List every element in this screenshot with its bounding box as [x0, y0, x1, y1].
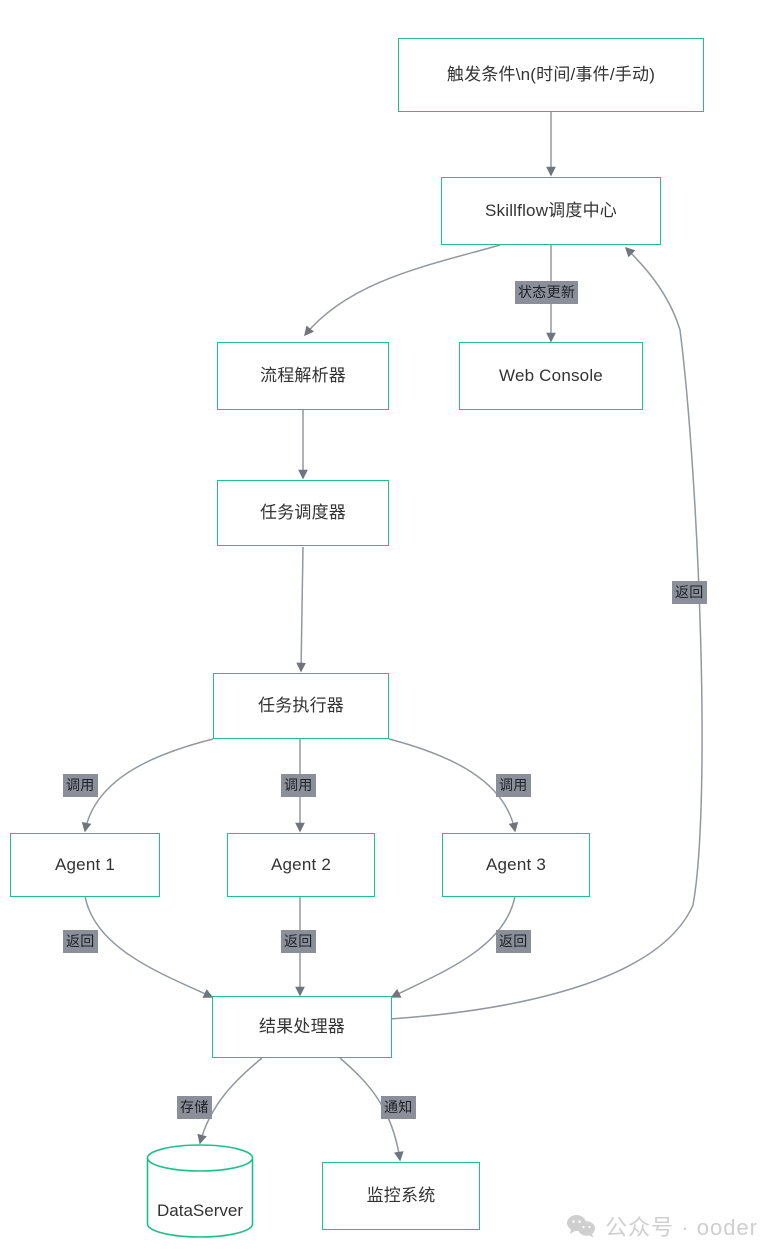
- edge-result-scheduler: [389, 246, 703, 1020]
- edge-label-call-3: 调用: [496, 774, 531, 797]
- node-trigger[interactable]: 触发条件\n(时间/事件/手动): [398, 38, 704, 112]
- edge-label-call-1: 调用: [63, 774, 98, 797]
- edge-result-dataserver: [197, 1057, 263, 1145]
- node-task-executor[interactable]: 任务执行器: [213, 673, 389, 739]
- edge-label-return-2: 返回: [281, 930, 316, 953]
- node-dataserver[interactable]: DataServer: [146, 1144, 254, 1238]
- node-agent-1-label: Agent 1: [54, 855, 115, 875]
- node-agent-2-label: Agent 2: [270, 855, 331, 875]
- edge-executor-agent1: [81, 738, 214, 833]
- edge-dispatch-executor: [296, 546, 307, 673]
- cylinder-shape: [146, 1144, 254, 1238]
- node-task-dispatcher-label: 任务调度器: [260, 503, 346, 523]
- edge-label-call-2: 调用: [281, 774, 316, 797]
- node-result-processor[interactable]: 结果处理器: [212, 996, 392, 1058]
- node-dataserver-label: DataServer: [157, 1201, 243, 1220]
- node-scheduler-label: Skillflow调度中心: [484, 201, 617, 221]
- node-agent-3-label: Agent 3: [485, 855, 546, 875]
- watermark-text: 公众号 · ooder: [605, 1215, 758, 1240]
- edge-result-monitor: [339, 1057, 404, 1162]
- node-parser-label: 流程解析器: [260, 366, 346, 386]
- node-task-dispatcher[interactable]: 任务调度器: [217, 480, 389, 546]
- node-monitor-system[interactable]: 监控系统: [322, 1162, 480, 1230]
- edge-agent1-result: [84, 895, 214, 998]
- edge-scheduler-parser: [304, 244, 501, 337]
- wechat-icon: [567, 1215, 596, 1238]
- node-web-console[interactable]: Web Console: [459, 342, 643, 410]
- node-agent-2[interactable]: Agent 2: [227, 833, 375, 897]
- node-trigger-label: 触发条件\n(时间/事件/手动): [446, 65, 656, 85]
- node-parser[interactable]: 流程解析器: [217, 342, 389, 410]
- edge-label-store: 存储: [177, 1096, 212, 1119]
- edge-label-return-3: 返回: [496, 930, 531, 953]
- edge-label-return-1: 返回: [63, 930, 98, 953]
- watermark: 公众号 · ooder: [566, 1210, 758, 1242]
- node-agent-3[interactable]: Agent 3: [442, 833, 590, 897]
- node-web-console-label: Web Console: [499, 366, 603, 386]
- edge-executor-agent3: [388, 738, 519, 833]
- node-result-processor-label: 结果处理器: [259, 1017, 345, 1037]
- node-task-executor-label: 任务执行器: [258, 696, 344, 716]
- edge-label-status-update: 状态更新: [515, 281, 579, 304]
- edge-label-return-main: 返回: [672, 581, 707, 604]
- edge-label-notify: 通知: [381, 1096, 416, 1119]
- node-scheduler[interactable]: Skillflow调度中心: [441, 177, 661, 245]
- node-agent-1[interactable]: Agent 1: [10, 833, 160, 897]
- node-monitor-system-label: 监控系统: [366, 1186, 436, 1206]
- edge-agent3-result: [390, 895, 516, 998]
